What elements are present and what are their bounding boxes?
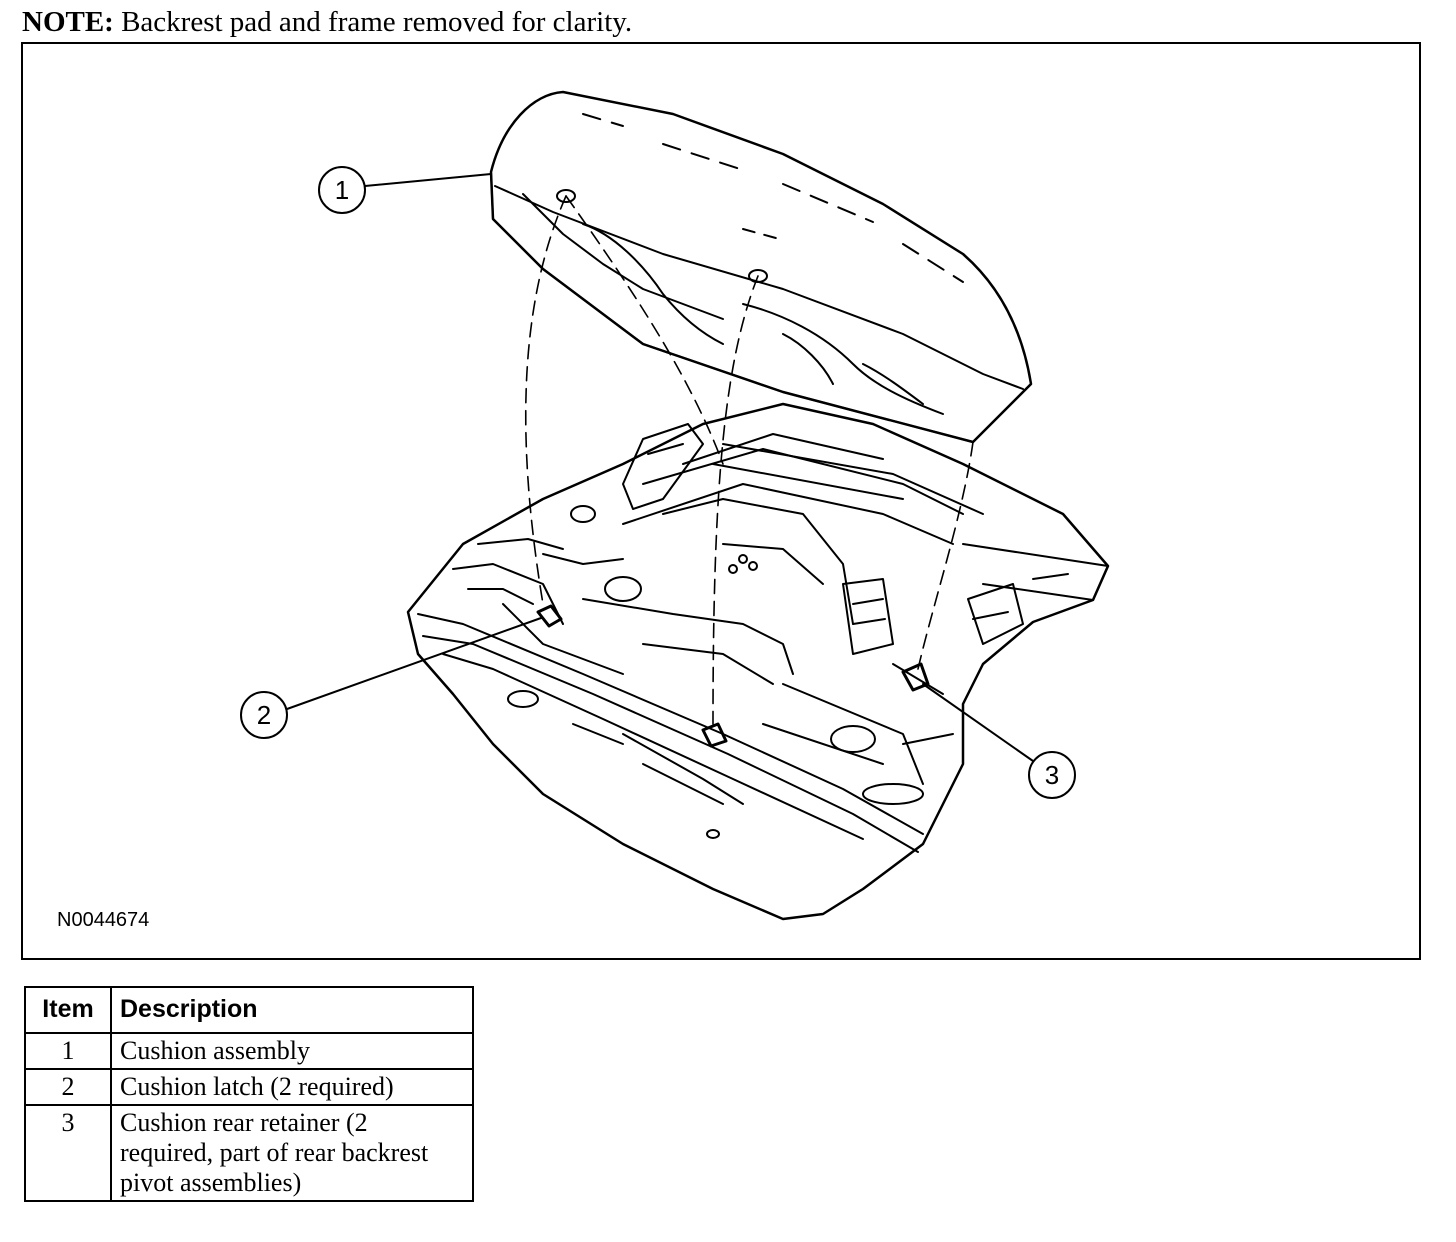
floor-pan-drawing [406,402,1110,921]
legend-table: Item Description 1 Cushion assembly 2 Cu… [24,986,474,1202]
callout-2 [240,617,542,739]
note-line: NOTE: Backrest pad and frame removed for… [22,4,632,40]
callout-2-label: 2 [257,700,271,730]
legend-item: 3 [24,1104,112,1202]
legend-header-description: Description [110,986,474,1034]
legend-header-item: Item [24,986,112,1034]
callout-3-label: 3 [1045,760,1059,790]
seat-cushion-illustration: 1 2 3 [240,90,1110,921]
legend-row: 1 Cushion assembly [24,1032,474,1070]
legend-item: 1 [24,1032,112,1070]
alignment-lines [524,195,974,725]
note-label: NOTE: [22,6,114,38]
cushion-assembly-drawing [489,90,1033,444]
callout-1-label: 1 [335,175,349,205]
legend-row: 3 Cushion rear retainer (2 required, par… [24,1104,474,1202]
figure-id: N0044674 [57,909,150,931]
legend-row: 2 Cushion latch (2 required) [24,1068,474,1106]
legend-item: 2 [24,1068,112,1106]
legend-header-row: Item Description [24,986,474,1034]
callout-1 [318,166,492,214]
legend-description: Cushion rear retainer (2 required, part … [110,1104,474,1202]
callout-3 [922,683,1076,799]
note-text: Backrest pad and frame removed for clari… [121,6,633,38]
legend-description: Cushion assembly [110,1032,474,1070]
figure-frame: 1 2 3 N0044674 [21,42,1421,960]
legend-description: Cushion latch (2 required) [110,1068,474,1106]
